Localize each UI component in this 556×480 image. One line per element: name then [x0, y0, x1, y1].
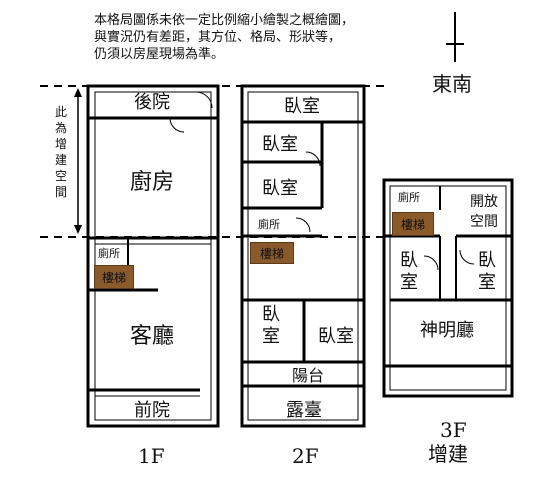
room-bedroom-2f-top: 臥室 [284, 96, 320, 117]
room-shrine-hall: 神明廳 [420, 320, 474, 341]
room-bedroom-3f-right: 臥室 [478, 250, 496, 293]
compass-direction-label: 東南 [432, 72, 472, 96]
floor-3f-sublabel: 增建 [428, 442, 468, 466]
disclaimer-line-1: 本格局圖係未依一定比例縮小繪製之概繪圖， [94, 13, 355, 28]
room-living-room: 客廳 [130, 324, 175, 349]
extension-space-note: 此為增建空間 [54, 105, 67, 199]
room-bedroom-2f-second: 臥室 [262, 134, 298, 155]
room-toilet-3f: 廁所 [398, 191, 420, 204]
room-open-space: 開放空間 [470, 194, 498, 230]
stairs-1f: 樓梯 [94, 265, 134, 289]
stairs-3f: 樓梯 [392, 212, 434, 236]
floor-3f-label: 3F [440, 418, 467, 442]
stairs-2f: 樓梯 [250, 242, 294, 264]
disclaimer-line-3: 仍須以房屋現場為準。 [94, 47, 225, 62]
room-balcony: 陽台 [292, 366, 325, 385]
floor-1f-label: 1F [138, 444, 165, 468]
room-bedroom-2f-right: 臥室 [318, 326, 354, 347]
disclaimer-note: 本格局圖係未依一定比例縮小繪製之概繪圖， 與實況仍有差距，其方位、格局、形狀等，… [94, 12, 424, 63]
room-toilet-2f: 廁所 [258, 218, 280, 231]
floor-2f-label: 2F [292, 444, 319, 468]
floor-1f-plan [86, 84, 220, 428]
room-bedroom-3f-left: 臥室 [400, 250, 418, 293]
floor-3f-plan [382, 178, 514, 398]
room-bedroom-2f-third: 臥室 [262, 178, 298, 199]
compass-icon [446, 12, 464, 62]
room-toilet-1f: 廁所 [98, 247, 120, 260]
room-kitchen-1f: 廚房 [130, 170, 175, 195]
room-back-yard: 後院 [134, 92, 170, 113]
room-front-yard: 前院 [134, 400, 170, 421]
floor-2f-plan [240, 84, 366, 428]
room-bedroom-2f-left: 臥室 [262, 304, 280, 347]
disclaimer-line-2: 與實況仍有差距，其方位、格局、形狀等， [94, 30, 342, 45]
room-terrace: 露臺 [286, 400, 322, 421]
